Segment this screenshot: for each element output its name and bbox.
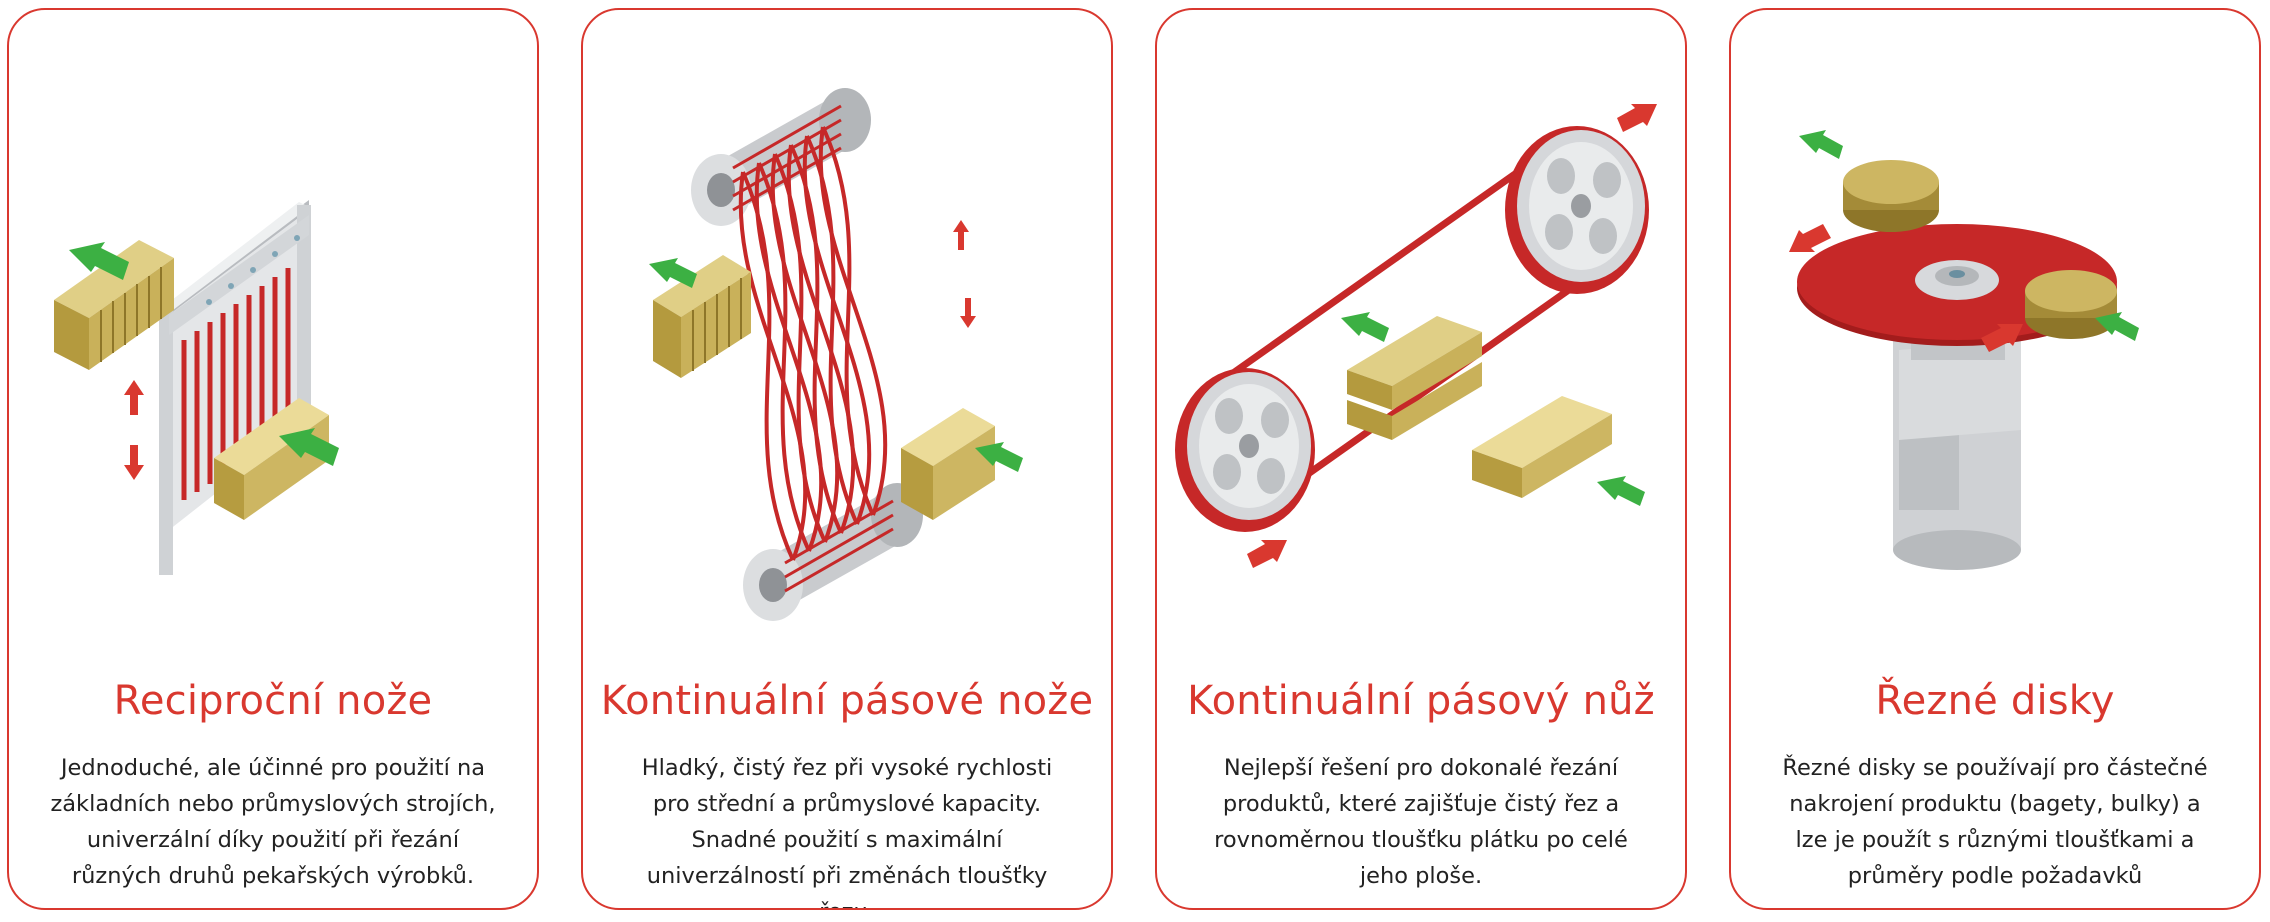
continuous-band-knife-illustration [1175,104,1657,568]
card-continuous-band-knife: Kontinuální pásový nůž Nejlepší řešení p… [1155,8,1687,910]
cutting-discs-illustration [1789,130,2139,570]
card-continuous-band-knives: Kontinuální pásové nože Hladký, čistý ře… [581,8,1113,910]
card-title: Kontinuální pásový nůž [1187,678,1655,724]
continuous-band-knives-illustration [649,88,1023,621]
card-title: Řezné disky [1875,678,2115,724]
card-cutting-discs: Řezné disky Řezné disky se používají pro… [1729,8,2261,910]
card-description: Hladký, čistý řez při vysoké rychlosti p… [641,755,1053,908]
card-description: Řezné disky se používají pro částečné na… [1782,755,2208,889]
card-title: Kontinuální pásové nože [600,678,1094,724]
card-reciprocal-knives: Reciproční nože Jednoduché, ale účinné p… [7,8,539,910]
reciprocal-knives-illustration [54,200,339,575]
card-description: Nejlepší řešení pro dokonalé řezání prod… [1214,755,1628,889]
card-description: Jednoduché, ale účinné pro použití na zá… [50,755,496,889]
card-title: Reciproční nože [113,678,433,724]
